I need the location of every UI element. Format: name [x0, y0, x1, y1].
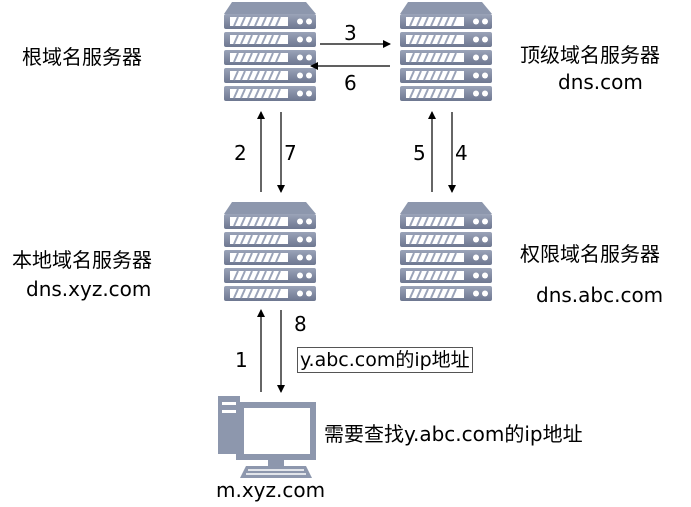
tld-server-domain: dns.com: [558, 70, 643, 94]
step-2-label: 2: [234, 141, 247, 165]
step-5-label: 5: [413, 141, 426, 165]
auth-server-domain: dns.abc.com: [536, 283, 664, 307]
step-3-label: 3: [344, 21, 357, 45]
client-host-label: m.xyz.com: [216, 478, 326, 502]
root-server-label: 根域名服务器: [22, 45, 142, 69]
step-6-label: 6: [344, 71, 357, 95]
response-box: y.abc.com的ip地址: [297, 347, 473, 373]
tld-server-icon: [399, 2, 493, 102]
auth-server-icon: [399, 202, 493, 302]
local-server-label: 本地域名服务器: [12, 248, 152, 272]
step-1-label: 1: [235, 348, 248, 372]
client-request-label: 需要查找y.abc.com的ip地址: [324, 422, 583, 446]
local-server-domain: dns.xyz.com: [26, 277, 152, 301]
local-server-icon: [223, 202, 317, 302]
step-8-label: 8: [294, 312, 307, 336]
step-4-label: 4: [455, 141, 468, 165]
root-server-icon: [223, 2, 317, 102]
step-7-label: 7: [284, 141, 297, 165]
computer-icon: [218, 396, 316, 478]
tld-server-label: 顶级域名服务器: [520, 43, 660, 67]
auth-server-label: 权限域名服务器: [520, 242, 660, 266]
